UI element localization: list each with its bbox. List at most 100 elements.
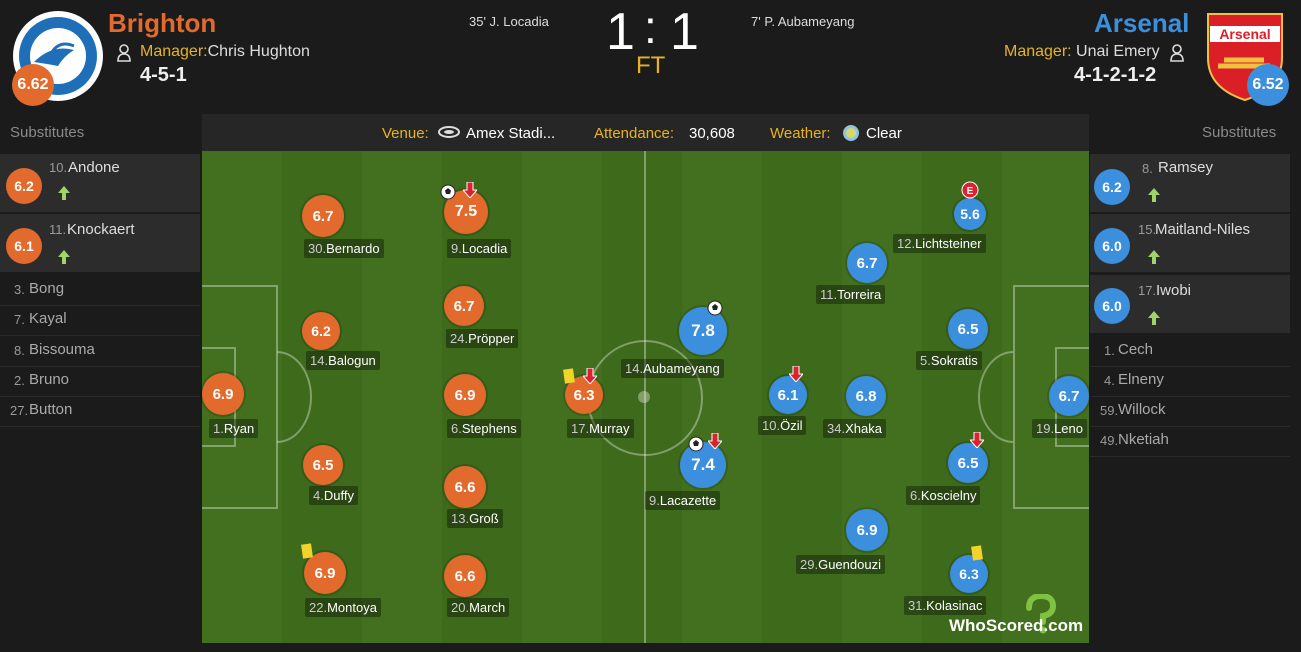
player-rating[interactable]: 6.7 xyxy=(847,243,887,283)
sub-number: 49. xyxy=(1100,433,1119,448)
away-sub-unused[interactable]: 59. Willock xyxy=(1090,396,1290,427)
player-label[interactable]: 13.Groß xyxy=(447,509,503,528)
player-label[interactable]: 14.Aubameyang xyxy=(621,359,724,378)
sub-name[interactable]: Iwobi xyxy=(1156,282,1192,299)
player-rating[interactable]: 6.3 xyxy=(950,555,988,593)
player-label[interactable]: 20.March xyxy=(447,598,510,617)
goal-ball-icon xyxy=(440,184,456,200)
away-goal-event: 7' P. Aubameyang xyxy=(751,14,855,29)
player-label[interactable]: 24.Pröpper xyxy=(446,329,519,348)
player-number: 1. xyxy=(213,421,224,436)
home-sub-unused[interactable]: 3. Bong xyxy=(0,275,200,306)
player-rating[interactable]: 7.4 xyxy=(680,442,726,488)
away-sub-unused[interactable]: 4. Elneny xyxy=(1090,366,1290,397)
player-name: Sokratis xyxy=(930,353,978,368)
player-rating[interactable]: 6.5 xyxy=(948,443,988,483)
player-name: Guendouzi xyxy=(818,557,881,572)
player-label[interactable]: 11.Torreira xyxy=(816,285,886,304)
player-label[interactable]: 34.Xhaka xyxy=(823,419,886,438)
home-score: 1 xyxy=(606,3,637,61)
weather-value: Clear xyxy=(866,125,902,142)
player-label[interactable]: 19.Leno xyxy=(1032,419,1087,438)
player-label[interactable]: 9.Lacazette xyxy=(645,491,721,510)
player-rating[interactable]: 6.7 xyxy=(302,195,344,237)
player-rating[interactable]: 6.9 xyxy=(202,373,244,415)
sub-on-arrow-icon xyxy=(1148,188,1160,202)
player-name: Kolasinac xyxy=(926,598,983,613)
player-rating[interactable]: 6.9 xyxy=(304,552,346,594)
player-rating[interactable]: 5.6 xyxy=(954,198,986,230)
player-label[interactable]: 10.Özil xyxy=(758,416,807,435)
player-label[interactable]: 4.Duffy xyxy=(309,486,358,505)
home-sub-unused[interactable]: 7. Kayal xyxy=(0,305,200,336)
away-team-name[interactable]: Arsenal xyxy=(1094,8,1190,38)
sub-name[interactable]: Bruno xyxy=(29,371,70,388)
error-icon: E xyxy=(961,181,979,199)
sub-name[interactable]: Button xyxy=(29,401,73,418)
player-rating[interactable]: 6.5 xyxy=(303,445,343,485)
sub-number: 2. xyxy=(14,373,25,388)
player-number: 11. xyxy=(820,287,838,302)
sub-name[interactable]: Andone xyxy=(68,159,120,176)
away-sub-played[interactable]: 6.0 15. Maitland-Niles xyxy=(1090,214,1290,272)
sub-name[interactable]: Knockaert xyxy=(67,221,135,238)
player-number: 9. xyxy=(649,493,660,508)
away-sub-unused[interactable]: 49. Nketiah xyxy=(1090,426,1290,457)
player-rating[interactable]: 6.8 xyxy=(846,376,886,416)
away-sub-played[interactable]: 6.0 17. Iwobi xyxy=(1090,275,1290,333)
player-rating[interactable]: 6.6 xyxy=(444,466,486,508)
sub-number: 27. xyxy=(10,403,29,418)
home-sub-played[interactable]: 6.2 10. Andone xyxy=(0,154,200,212)
player-name: Groß xyxy=(469,511,499,526)
sub-name[interactable]: Kayal xyxy=(29,310,67,327)
player-label[interactable]: 30.Bernardo xyxy=(304,239,384,258)
player-rating[interactable]: 6.5 xyxy=(948,309,988,349)
player-rating[interactable]: 6.9 xyxy=(846,509,888,551)
player-name: Aubameyang xyxy=(643,361,720,376)
sub-name[interactable]: Cech xyxy=(1118,341,1154,358)
player-label[interactable]: 1.Ryan xyxy=(209,419,259,438)
player-label[interactable]: 17.Murray xyxy=(567,419,634,438)
player-number: 4. xyxy=(313,488,324,503)
home-sub-played[interactable]: 6.1 11. Knockaert xyxy=(0,214,200,272)
player-label[interactable]: 12.Lichtsteiner xyxy=(893,234,986,253)
player-rating[interactable]: 6.7 xyxy=(1049,376,1089,416)
player-label[interactable]: 6.Stephens xyxy=(447,419,521,438)
player-rating[interactable]: 6.6 xyxy=(444,555,486,597)
manager-name: Chris Hughton xyxy=(207,43,310,60)
player-label[interactable]: 22.Montoya xyxy=(305,598,381,617)
player-rating[interactable]: 6.2 xyxy=(302,312,340,350)
player-rating[interactable]: 7.8 xyxy=(679,307,727,355)
sub-name[interactable]: Bissouma xyxy=(29,341,95,358)
sub-on-arrow-icon xyxy=(1148,311,1160,325)
home-sub-unused[interactable]: 8. Bissouma xyxy=(0,336,200,367)
home-goal-event: 35' J. Locadia xyxy=(469,14,549,29)
home-sub-unused[interactable]: 2. Bruno xyxy=(0,366,200,397)
sub-number: 4. xyxy=(1104,373,1115,388)
player-label[interactable]: 6.Koscielny xyxy=(906,486,981,505)
player-label[interactable]: 29.Guendouzi xyxy=(796,555,885,574)
sub-name[interactable]: Willock xyxy=(1118,401,1166,418)
sub-number: 15. xyxy=(1138,222,1157,237)
player-rating[interactable]: 6.1 xyxy=(769,376,807,414)
away-sub-played[interactable]: 6.2 8. Ramsey xyxy=(1090,154,1290,212)
sub-name[interactable]: Maitland-Niles xyxy=(1155,221,1251,238)
sub-name[interactable]: Bong xyxy=(29,280,65,297)
player-number: 6. xyxy=(910,488,921,503)
home-sub-unused[interactable]: 27. Button xyxy=(0,396,200,427)
weather-label: Weather: xyxy=(770,125,831,142)
player-rating[interactable]: 6.7 xyxy=(444,286,484,326)
whoscored-logo[interactable]: WhoScored.com xyxy=(949,594,1083,636)
player-number: 30. xyxy=(308,241,327,256)
player-label[interactable]: 5.Sokratis xyxy=(916,351,982,370)
sub-name[interactable]: Elneny xyxy=(1118,371,1164,388)
sub-name[interactable]: Ramsey xyxy=(1158,159,1214,176)
player-label[interactable]: 14.Balogun xyxy=(306,351,380,370)
player-rating[interactable]: 6.9 xyxy=(444,374,486,416)
sub-off-arrow-icon xyxy=(583,368,597,384)
away-sub-unused[interactable]: 1. Cech xyxy=(1090,336,1290,367)
player-label[interactable]: 9.Locadia xyxy=(447,239,512,258)
home-team-name[interactable]: Brighton xyxy=(108,8,217,38)
sub-name[interactable]: Nketiah xyxy=(1118,431,1169,448)
player-label[interactable]: 31.Kolasinac xyxy=(904,596,987,615)
